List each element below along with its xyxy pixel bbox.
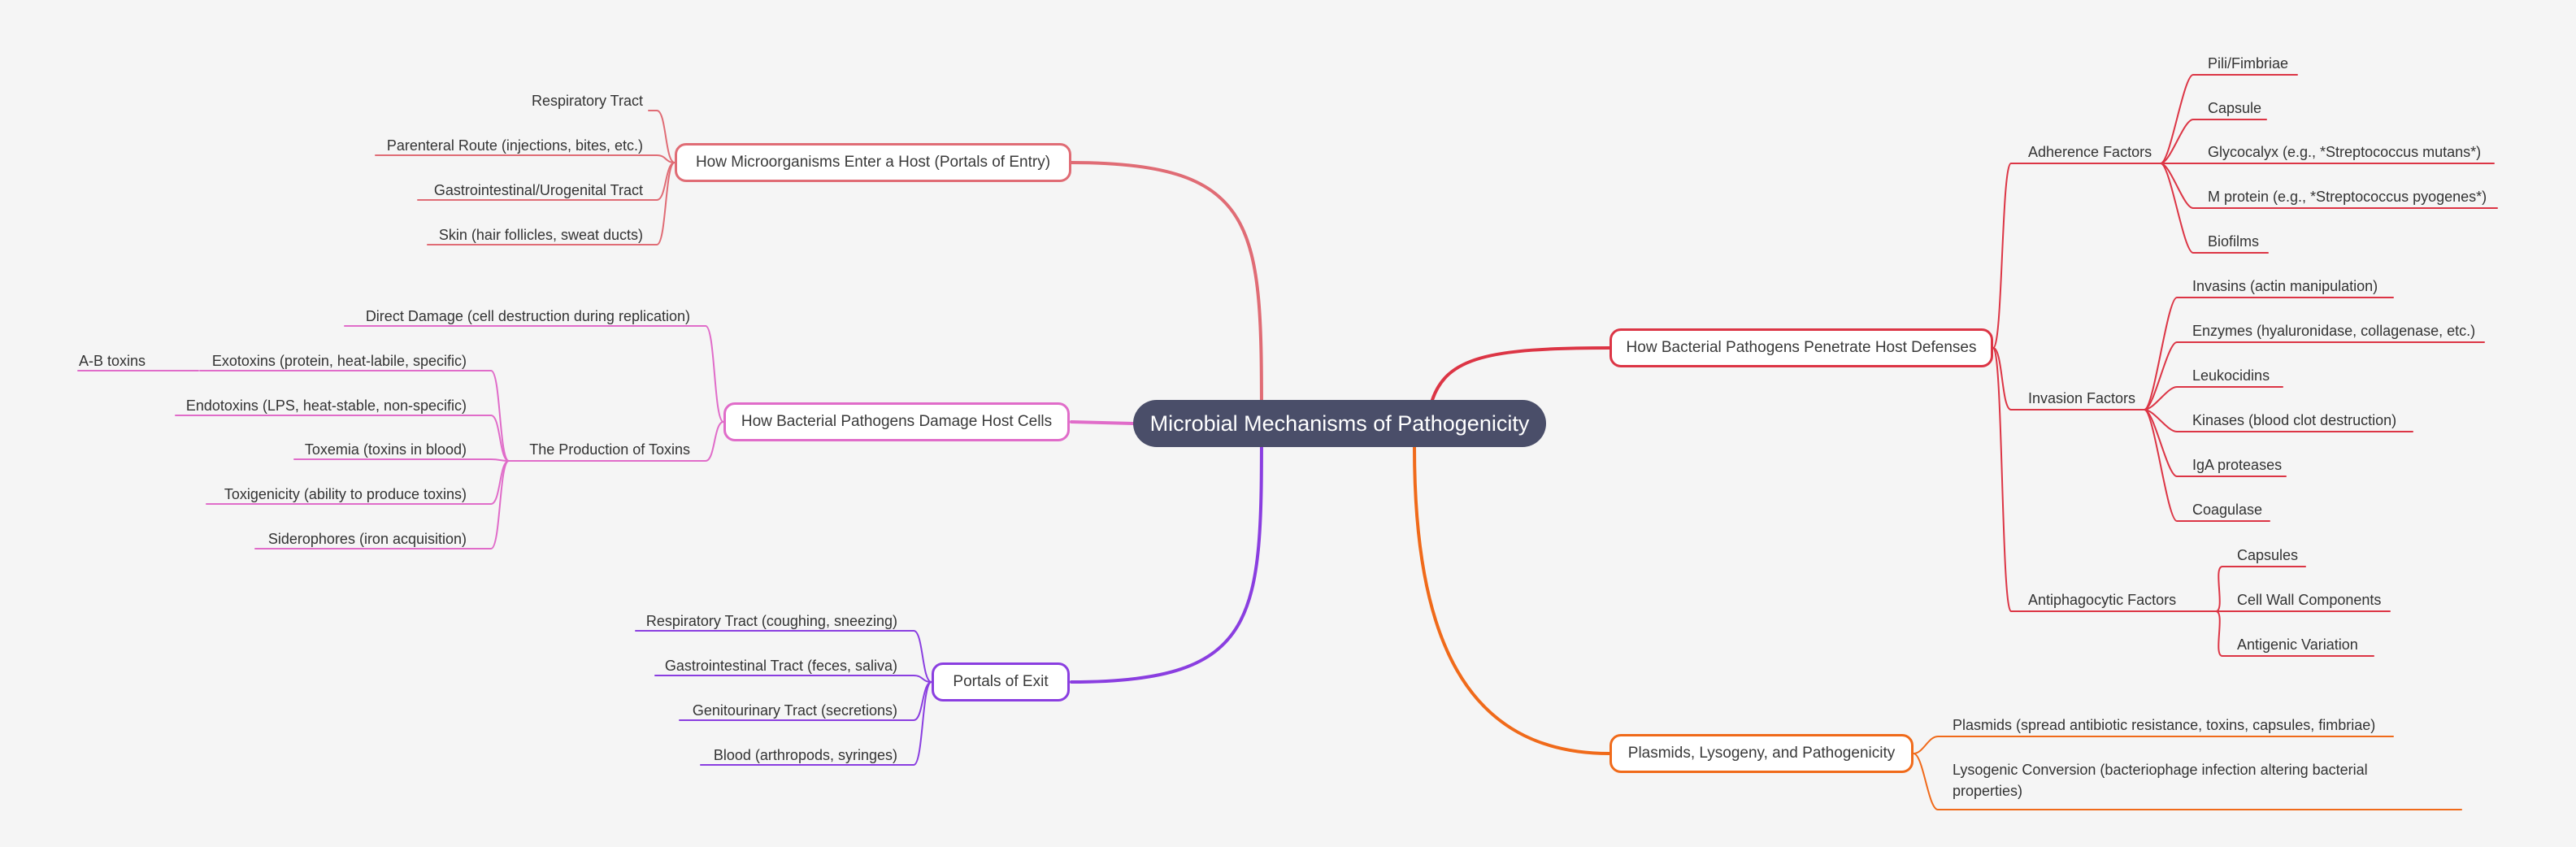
- link-invasion-leaf: [2144, 409, 2270, 522]
- invasion-leaf[interactable]: IgA proteases: [2192, 457, 2283, 473]
- branch-portals-of-entry[interactable]: How Microorganisms Enter a Host (Portals…: [675, 143, 1071, 182]
- link-toxin-leaf: [199, 370, 510, 462]
- invasion-leaf[interactable]: Invasins (actin manipulation): [2192, 278, 2378, 294]
- antiphagocytic-leaf[interactable]: Antigenic Variation: [2237, 636, 2358, 653]
- exit-leaf[interactable]: Respiratory Tract (coughing, sneezing): [645, 613, 897, 629]
- exit-leaf[interactable]: Gastrointestinal Tract (feces, saliva): [664, 658, 897, 674]
- toxin-leaf[interactable]: Siderophores (iron acquisition): [267, 531, 467, 547]
- link-center-entry: [1070, 161, 1263, 425]
- link-toxin-leaf: [293, 458, 510, 462]
- adherence-leaf[interactable]: Glycocalyx (e.g., *Streptococcus mutans*…: [2208, 144, 2482, 160]
- link-center-penetrate: [1431, 346, 1611, 402]
- link-center-exit: [1070, 422, 1263, 684]
- exit-leaf[interactable]: Blood (arthropods, syringes): [713, 747, 897, 763]
- link-invasion-leaf: [2144, 341, 2485, 410]
- link-damage-toxins: [508, 421, 724, 462]
- adherence-factors-node[interactable]: Adherence Factors: [2028, 144, 2152, 160]
- link-center-damage: [1070, 420, 1135, 425]
- antiphagocytic-factors-node[interactable]: Antiphagocytic Factors: [2028, 592, 2177, 608]
- plasmids-leaf[interactable]: Plasmids (spread antibiotic resistance, …: [1953, 717, 2376, 733]
- lysogenic-conversion-leaf[interactable]: Lysogenic Conversion (bacteriophage infe…: [1953, 762, 2368, 799]
- adherence-leaf[interactable]: Pili/Fimbriae: [2208, 55, 2289, 72]
- ab-toxins-leaf[interactable]: A-B toxins: [78, 353, 146, 369]
- branch-damage-host-cells[interactable]: How Bacterial Pathogens Damage Host Cell…: [723, 402, 1070, 441]
- production-of-toxins-node[interactable]: The Production of Toxins: [529, 441, 690, 458]
- link-plasmids-leaf: [1913, 736, 2394, 754]
- link-invasion-leaf: [2144, 297, 2394, 410]
- link-invasion: [1992, 347, 2145, 410]
- link-invasion-leaf: [2144, 386, 2283, 410]
- link-adherence-leaf: [2160, 119, 2267, 164]
- link-toxin-leaf: [175, 415, 510, 462]
- link-toxin-leaf: [254, 460, 510, 549]
- entry-leaf[interactable]: Gastrointestinal/Urogenital Tract: [433, 182, 643, 198]
- link-adherence-leaf: [2160, 163, 2269, 254]
- entry-leaf[interactable]: Respiratory Tract: [531, 93, 643, 109]
- toxin-leaf[interactable]: Endotoxins (LPS, heat-stable, non-specif…: [185, 397, 467, 414]
- toxin-leaf[interactable]: Exotoxins (protein, heat-labile, specifi…: [211, 353, 467, 369]
- invasion-leaf[interactable]: Coagulase: [2192, 502, 2263, 518]
- link-exit-leaf: [654, 675, 932, 683]
- invasion-leaf[interactable]: Kinases (blood clot destruction): [2192, 412, 2397, 428]
- link-antiphagocytic-leaf: [2215, 610, 2374, 657]
- link-adherence-leaf: [2160, 74, 2298, 164]
- branch-penetrate-host-defenses[interactable]: How Bacterial Pathogens Penetrate Host D…: [1609, 328, 1993, 367]
- entry-leaf[interactable]: Skin (hair follicles, sweat ducts): [438, 227, 643, 243]
- link-entry-leaf: [427, 162, 675, 245]
- toxin-leaf[interactable]: Toxigenicity (ability to produce toxins): [224, 486, 467, 502]
- entry-leaf[interactable]: Parenteral Route (injections, bites, etc…: [386, 137, 643, 154]
- exit-leaf[interactable]: Genitourinary Tract (secretions): [692, 702, 897, 719]
- link-entry-leaf: [648, 110, 675, 163]
- branch-plasmids-lysogeny[interactable]: Plasmids, Lysogeny, and Pathogenicity: [1609, 734, 1914, 773]
- link-exit-leaf: [635, 630, 932, 683]
- antiphagocytic-leaf[interactable]: Capsules: [2237, 547, 2299, 563]
- link-exit-leaf: [700, 681, 932, 766]
- branch-portals-of-exit[interactable]: Portals of Exit: [932, 662, 1070, 701]
- link-lysogenic-leaf: [1913, 753, 2462, 810]
- toxin-leaf[interactable]: Toxemia (toxins in blood): [304, 441, 467, 458]
- link-center-plasmids: [1413, 445, 1611, 755]
- adherence-leaf[interactable]: Capsule: [2208, 100, 2262, 116]
- invasion-factors-node[interactable]: Invasion Factors: [2028, 390, 2136, 406]
- link-antiphagocytic: [1992, 347, 2217, 612]
- adherence-leaf[interactable]: Biofilms: [2208, 233, 2260, 250]
- direct-damage-leaf[interactable]: Direct Damage (cell destruction during r…: [365, 308, 690, 324]
- link-entry-leaf: [375, 154, 675, 163]
- link-adherence-leaf: [2160, 163, 2498, 209]
- link-antiphagocytic-leaf: [2215, 566, 2306, 612]
- antiphagocytic-leaf[interactable]: Cell Wall Components: [2237, 592, 2382, 608]
- central-topic[interactable]: Microbial Mechanisms of Pathogenicity: [1133, 400, 1546, 447]
- link-damage-direct: [344, 325, 724, 423]
- invasion-leaf[interactable]: Enzymes (hyaluronidase, collagenase, etc…: [2192, 323, 2476, 339]
- invasion-leaf[interactable]: Leukocidins: [2192, 367, 2270, 384]
- link-adherence: [1992, 163, 2161, 349]
- link-invasion-leaf: [2144, 409, 2413, 432]
- adherence-leaf[interactable]: M protein (e.g., *Streptococcus pyogenes…: [2208, 189, 2487, 205]
